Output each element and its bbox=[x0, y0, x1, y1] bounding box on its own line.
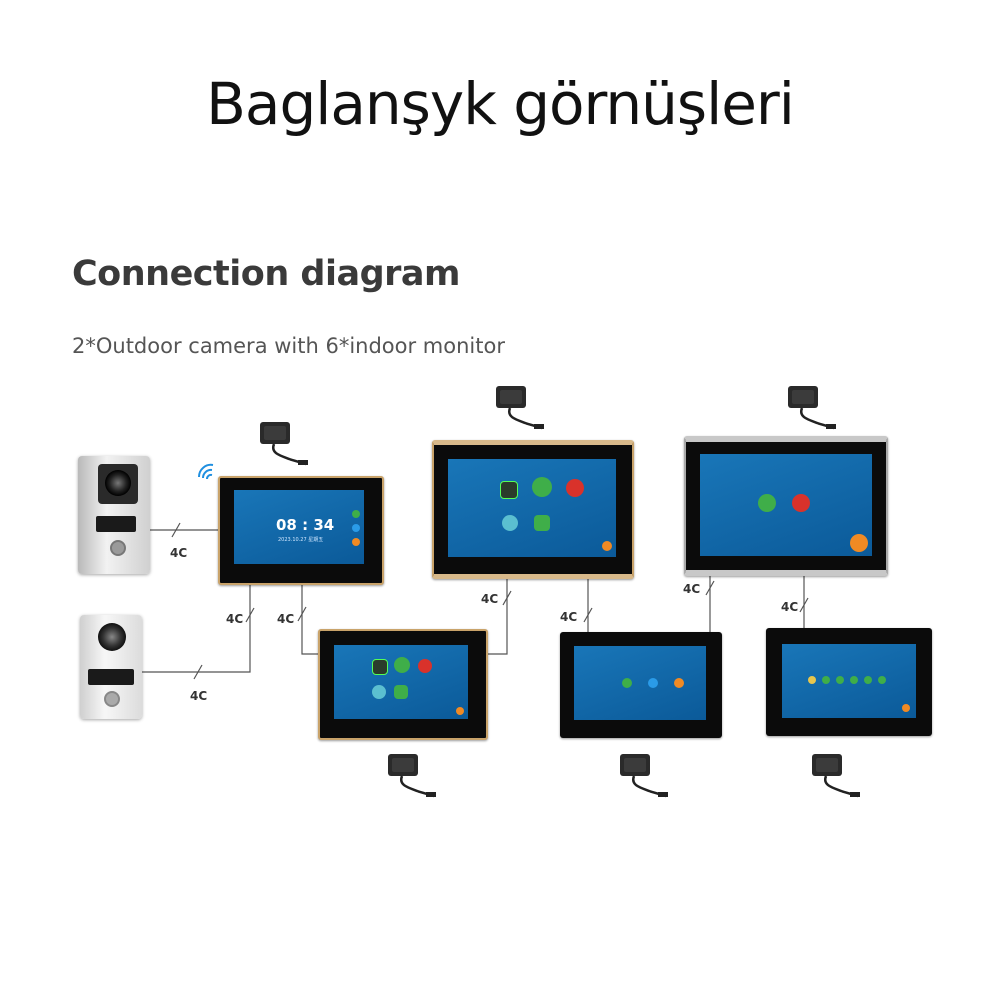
call-answer-icon bbox=[758, 494, 776, 512]
outdoor-camera-1 bbox=[78, 456, 150, 574]
wire-label: 4C bbox=[277, 612, 295, 626]
outdoor-camera-2 bbox=[80, 615, 142, 719]
app-tile-icon bbox=[500, 481, 518, 499]
power-adapter-icon bbox=[812, 754, 860, 798]
back-icon bbox=[602, 541, 612, 551]
app-tile-icon bbox=[566, 479, 584, 497]
wire-monitor1-monitor2 bbox=[301, 583, 318, 655]
wire-monitor2-monitor3 bbox=[486, 573, 508, 655]
power-adapter-icon bbox=[260, 422, 308, 466]
wire-label: 4C bbox=[190, 689, 208, 703]
device-status-icon bbox=[836, 676, 844, 684]
indoor-monitor-6 bbox=[766, 628, 932, 736]
back-icon bbox=[850, 534, 868, 552]
wire-label: 4C bbox=[683, 582, 701, 596]
app-tile-icon bbox=[502, 515, 518, 531]
camera-card-reader bbox=[88, 669, 134, 685]
back-icon bbox=[456, 707, 464, 715]
monitor-screen bbox=[574, 646, 706, 720]
back-icon bbox=[902, 704, 910, 712]
power-adapter-icon bbox=[496, 386, 544, 430]
call-hangup-icon bbox=[792, 494, 810, 512]
monitor-screen bbox=[448, 459, 616, 557]
monitor-screen: 08 : 34 2023.10.27 星期五 bbox=[234, 490, 364, 564]
clock-time: 08 : 34 bbox=[276, 516, 335, 534]
device-status-icon bbox=[878, 676, 886, 684]
power-adapter-icon bbox=[388, 754, 436, 798]
monitor-screen bbox=[700, 454, 872, 556]
diagram-title: Connection diagram bbox=[72, 254, 461, 294]
diagram-subtitle: 2*Outdoor camera with 6*indoor monitor bbox=[72, 334, 505, 358]
indoor-monitor-1: 08 : 34 2023.10.27 星期五 bbox=[218, 476, 384, 585]
power-adapter-icon bbox=[620, 754, 668, 798]
wifi-icon bbox=[197, 463, 214, 480]
camera-lens-icon bbox=[105, 470, 131, 496]
indoor-monitor-5 bbox=[560, 632, 722, 738]
wire-label: 4C bbox=[781, 600, 799, 614]
clock-date: 2023.10.27 星期五 bbox=[278, 537, 324, 543]
wire-label: 4C bbox=[170, 546, 188, 560]
page-title: Baglanşyk görnüşleri bbox=[206, 70, 795, 138]
app-tile-icon bbox=[418, 659, 432, 673]
app-tile-icon bbox=[532, 477, 552, 497]
camera-lens-icon bbox=[98, 623, 126, 651]
message-icon bbox=[648, 678, 658, 688]
app-tile-icon bbox=[394, 657, 410, 673]
monitor-screen bbox=[782, 644, 916, 718]
monitor-icon bbox=[352, 538, 360, 546]
message-icon bbox=[352, 524, 360, 532]
camera-card-reader bbox=[96, 516, 136, 532]
device-status-icon bbox=[822, 676, 830, 684]
app-tile-icon bbox=[372, 659, 388, 675]
wire-label: 4C bbox=[560, 610, 578, 624]
app-tile-icon bbox=[372, 685, 386, 699]
indoor-monitor-2 bbox=[318, 629, 488, 740]
device-status-icon bbox=[850, 676, 858, 684]
wire-label: 4C bbox=[226, 612, 244, 626]
call-icon bbox=[352, 510, 360, 518]
device-status-icon bbox=[808, 676, 816, 684]
wire-label: 4C bbox=[481, 592, 499, 606]
indoor-monitor-3 bbox=[432, 440, 634, 579]
monitor-screen bbox=[334, 645, 468, 719]
app-tile-icon bbox=[394, 685, 408, 699]
app-tile-icon bbox=[534, 515, 550, 531]
monitor-icon bbox=[674, 678, 684, 688]
call-button-icon bbox=[110, 540, 126, 556]
wire-cam2-monitor1 bbox=[142, 583, 251, 673]
power-adapter-icon bbox=[788, 386, 836, 430]
call-icon bbox=[622, 678, 632, 688]
call-button-icon bbox=[104, 691, 120, 707]
indoor-monitor-4 bbox=[684, 436, 888, 576]
device-status-icon bbox=[864, 676, 872, 684]
